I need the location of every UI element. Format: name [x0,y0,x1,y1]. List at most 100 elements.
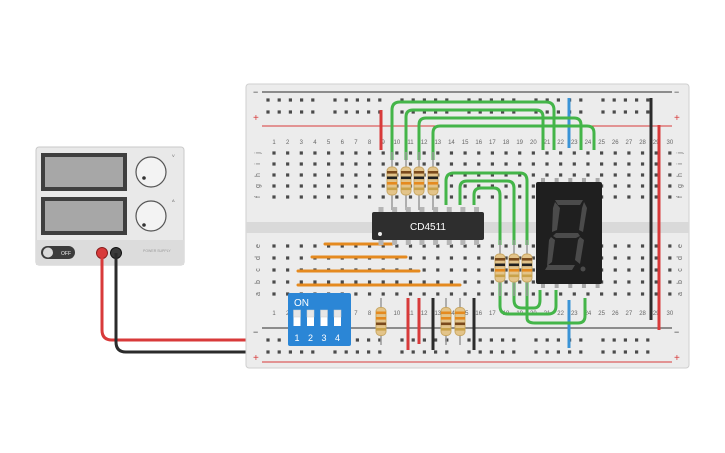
breadboard-hole[interactable] [395,162,399,166]
breadboard-hole[interactable] [613,173,617,177]
rail-hole[interactable] [512,350,516,354]
rail-hole[interactable] [311,350,315,354]
resistor[interactable] [400,152,412,210]
breadboard-hole[interactable] [654,244,658,248]
breadboard-hole[interactable] [490,173,494,177]
breadboard-hole[interactable] [518,162,522,166]
breadboard-hole[interactable] [422,292,426,296]
breadboard-hole[interactable] [463,244,467,248]
breadboard-hole[interactable] [463,184,467,188]
breadboard-hole[interactable] [627,184,631,188]
breadboard-hole[interactable] [545,173,549,177]
breadboard-hole[interactable] [668,195,672,199]
rail-hole[interactable] [635,338,639,342]
breadboard-hole[interactable] [613,256,617,260]
breadboard-hole[interactable] [559,162,563,166]
rail-hole[interactable] [445,98,449,102]
rail-hole[interactable] [266,350,270,354]
breadboard-hole[interactable] [463,292,467,296]
breadboard-hole[interactable] [654,151,658,155]
breadboard-hole[interactable] [463,173,467,177]
breadboard-hole[interactable] [627,268,631,272]
rail-hole[interactable] [489,110,493,114]
breadboard-hole[interactable] [381,162,385,166]
breadboard-hole[interactable] [313,244,317,248]
breadboard-hole[interactable] [327,173,331,177]
rail-hole[interactable] [579,110,583,114]
breadboard-hole[interactable] [640,280,645,284]
rail-hole[interactable] [534,110,538,114]
breadboard-hole[interactable] [518,173,522,177]
breadboard-hole[interactable] [654,292,658,296]
breadboard-hole[interactable] [463,151,467,155]
breadboard-hole[interactable] [518,151,522,155]
breadboard-hole[interactable] [449,280,454,284]
breadboard-hole[interactable] [272,195,276,199]
rail-hole[interactable] [367,350,371,354]
breadboard-hole[interactable] [463,162,467,166]
breadboard-hole[interactable] [327,280,331,284]
rail-hole[interactable] [422,110,426,114]
rail-hole[interactable] [556,110,560,114]
breadboard-hole[interactable] [490,151,494,155]
breadboard-hole[interactable] [313,280,317,284]
resistor[interactable] [508,240,520,296]
breadboard-hole[interactable] [613,162,617,166]
rail-hole[interactable] [367,98,371,102]
breadboard-hole[interactable] [408,195,413,199]
breadboard-hole[interactable] [490,292,494,296]
breadboard-hole[interactable] [640,268,645,272]
breadboard-hole[interactable] [668,184,672,188]
breadboard-hole[interactable] [299,162,303,166]
rail-hole[interactable] [478,98,482,102]
breadboard-hole[interactable] [381,280,385,284]
dip-toggle-1[interactable] [293,310,301,326]
breadboard-hole[interactable] [422,195,426,199]
rail-hole[interactable] [411,110,415,114]
rail-hole[interactable] [445,338,449,342]
breadboard-hole[interactable] [272,268,276,272]
breadboard-hole[interactable] [613,244,617,248]
breadboard-hole[interactable] [504,280,508,284]
breadboard-hole[interactable] [408,162,413,166]
breadboard-hole[interactable] [327,195,331,199]
rail-hole[interactable] [434,338,438,342]
breadboard-hole[interactable] [504,173,508,177]
breadboard-hole[interactable] [381,151,385,155]
breadboard-hole[interactable] [518,244,522,248]
breadboard-hole[interactable] [381,195,385,199]
breadboard-hole[interactable] [367,162,372,166]
breadboard-hole[interactable] [613,184,617,188]
breadboard-hole[interactable] [613,280,617,284]
breadboard-hole[interactable] [272,173,276,177]
breadboard-hole[interactable] [518,280,522,284]
breadboard-hole[interactable] [504,151,508,155]
rail-hole[interactable] [512,98,516,102]
rail-hole[interactable] [601,110,605,114]
rail-hole[interactable] [400,98,404,102]
breadboard-hole[interactable] [545,292,549,296]
breadboard-hole[interactable] [354,280,358,284]
breadboard-hole[interactable] [381,173,385,177]
breadboard-hole[interactable] [436,292,440,296]
breadboard-hole[interactable] [436,268,440,272]
rail-hole[interactable] [556,98,560,102]
breadboard-hole[interactable] [436,195,440,199]
breadboard-hole[interactable] [463,268,467,272]
rail-hole[interactable] [288,98,292,102]
breadboard-hole[interactable] [381,292,385,296]
breadboard-hole[interactable] [367,195,372,199]
resistor[interactable] [440,298,452,345]
rail-hole[interactable] [367,338,371,342]
rail-hole[interactable] [623,338,627,342]
breadboard-hole[interactable] [299,184,303,188]
breadboard-hole[interactable] [272,184,276,188]
rail-hole[interactable] [311,98,315,102]
rail-hole[interactable] [545,110,549,114]
rail-hole[interactable] [266,110,270,114]
rail-hole[interactable] [411,338,415,342]
breadboard-hole[interactable] [354,195,358,199]
rail-hole[interactable] [422,98,426,102]
breadboard-hole[interactable] [272,151,276,155]
resistor[interactable] [454,298,466,345]
